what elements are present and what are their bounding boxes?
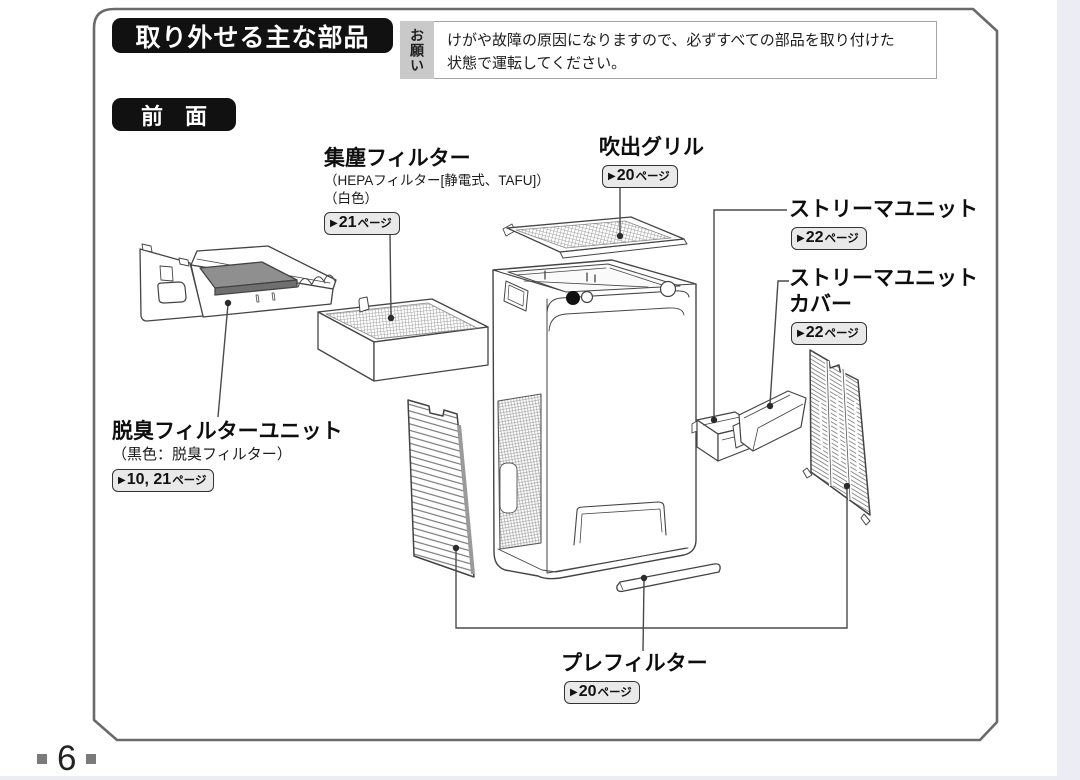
page-frame (92, 7, 999, 742)
page-ref-arrow-icon: ▶ (797, 233, 805, 244)
label-deodorizing-filter-unit: 脱臭フィルターユニット （黒色：脱臭フィルター） ▶ 10, 21 ページ (112, 419, 343, 492)
page-ref-suffix: ページ (824, 233, 859, 245)
page-ref-number: 22 (805, 229, 824, 246)
hepa-filter (317, 296, 489, 382)
label-blowout-grill: 吹出グリル ▶ 20 ページ (599, 135, 704, 188)
prefilter-name: プレフィルター (561, 652, 708, 675)
page-title-text: 取り外せる主な部品 (135, 23, 370, 52)
deodorizing-filter-drawer (139, 243, 337, 322)
streamer-unit-cover-page-ref: ▶ 22 ページ (791, 322, 867, 345)
dust-filter-sub1: （HEPAフィルター[静電式、TAFU]） (324, 173, 550, 188)
streamer-unit-name: ストリーマユニット (789, 198, 978, 221)
page-ref-number: 22 (805, 324, 824, 341)
main-body (492, 259, 697, 580)
page-ref-arrow-icon: ▶ (570, 687, 578, 698)
page-title: 取り外せる主な部品 (112, 18, 393, 53)
page-number-square-icon (86, 754, 97, 764)
label-dust-filter: 集塵フィルター （HEPAフィルター[静電式、TAFU]） （白色） ▶ 21 … (324, 146, 550, 235)
label-streamer-unit: ストリーマユニット ▶ 22 ページ (789, 197, 978, 250)
page-ref-arrow-icon: ▶ (608, 171, 616, 182)
leader-dots (224, 232, 851, 582)
notice-text: けがや故障の原因になりますので、必ずすべての部品を取り付けた 状態で運転してくだ… (434, 21, 937, 79)
right-prefilter-panel (802, 349, 871, 526)
notice-text-line2: 状態で運転してください。 (447, 54, 627, 72)
streamer-unit-cover-name: ストリーマユニット (789, 267, 978, 290)
page-ref-suffix: ページ (824, 328, 859, 340)
label-prefilter: プレフィルター ▶ 20 ページ (561, 651, 708, 704)
notice-label: お願い (400, 21, 434, 79)
streamer-unit-page-ref: ▶ 22 ページ (791, 227, 867, 250)
streamer-unit-cover-name2: カバー (789, 293, 852, 316)
page-ref-number: 20 (616, 167, 635, 184)
blowout-grill (502, 216, 688, 259)
notice-text-line1: けがや故障の原因になりますので、必ずすべての部品を取り付けた (447, 32, 895, 49)
leader-lines (217, 186, 848, 652)
notice-box: お願い けがや故障の原因になりますので、必ずすべての部品を取り付けた 状態で運転… (400, 21, 937, 79)
page-ref-number: 10, 21 (126, 471, 172, 488)
blowout-grill-name: 吹出グリル (599, 136, 704, 159)
blowout-grill-page-ref: ▶ 20 ページ (602, 165, 678, 188)
section-badge-text: 前 面 (140, 103, 207, 129)
page-ref-number: 20 (578, 683, 597, 700)
page-ref-suffix: ページ (357, 218, 392, 230)
page-ref-suffix: ページ (635, 171, 670, 183)
page-number: 6 (37, 739, 97, 778)
prefilter-page-ref: ▶ 20 ページ (564, 681, 640, 704)
dust-filter-sub2: （白色） (324, 191, 378, 206)
page-number-square-icon (37, 754, 47, 764)
dust-filter-name: 集塵フィルター (324, 147, 471, 170)
left-prefilter-panel (407, 399, 475, 578)
label-streamer-unit-cover: ストリーマユニット カバー ▶ 22 ページ (789, 266, 978, 345)
dust-filter-page-ref: ▶ 21 ページ (324, 212, 400, 235)
page-ref-arrow-icon: ▶ (797, 328, 805, 339)
outer-right-margin (1057, 0, 1080, 780)
deodorizing-filter-unit-page-ref: ▶ 10, 21 ページ (112, 469, 215, 492)
page-ref-suffix: ページ (172, 475, 207, 487)
page-ref-suffix: ページ (597, 687, 632, 699)
streamer-unit-cover (732, 390, 807, 452)
page-ref-number: 21 (338, 214, 357, 231)
page-ref-arrow-icon: ▶ (330, 218, 338, 229)
prefilter-bar (616, 563, 721, 593)
outer-bottom-margin (0, 776, 1080, 780)
section-badge-front: 前 面 (112, 98, 236, 131)
deodorizing-filter-unit-name: 脱臭フィルターユニット (112, 420, 343, 443)
deodorizing-filter-unit-sub: （黒色：脱臭フィルター） (112, 446, 292, 463)
page-number-value: 6 (57, 739, 77, 778)
page-ref-arrow-icon: ▶ (118, 475, 126, 486)
